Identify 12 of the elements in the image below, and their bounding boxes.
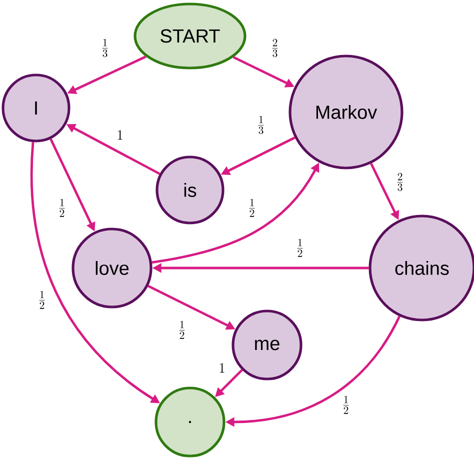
edge-label: $\frac{2}{3}$ — [395, 172, 405, 192]
edge-label: $1$ — [115, 129, 125, 141]
edge-label: $\frac{1}{2}$ — [295, 238, 305, 258]
edge-label: $\frac{1}{2}$ — [341, 395, 351, 415]
edge-label: $\frac{1}{2}$ — [177, 320, 187, 340]
edge-label: $\frac{1}{3}$ — [100, 38, 110, 58]
edge-label: $\frac{1}{2}$ — [57, 198, 67, 218]
edge-label: $1$ — [217, 362, 227, 374]
edge-label: $\frac{1}{2}$ — [247, 198, 257, 218]
edge-label: $\frac{1}{3}$ — [256, 115, 266, 135]
edge-label: $\frac{1}{2}$ — [37, 290, 47, 310]
edge-label: $\frac{2}{3}$ — [270, 38, 280, 58]
